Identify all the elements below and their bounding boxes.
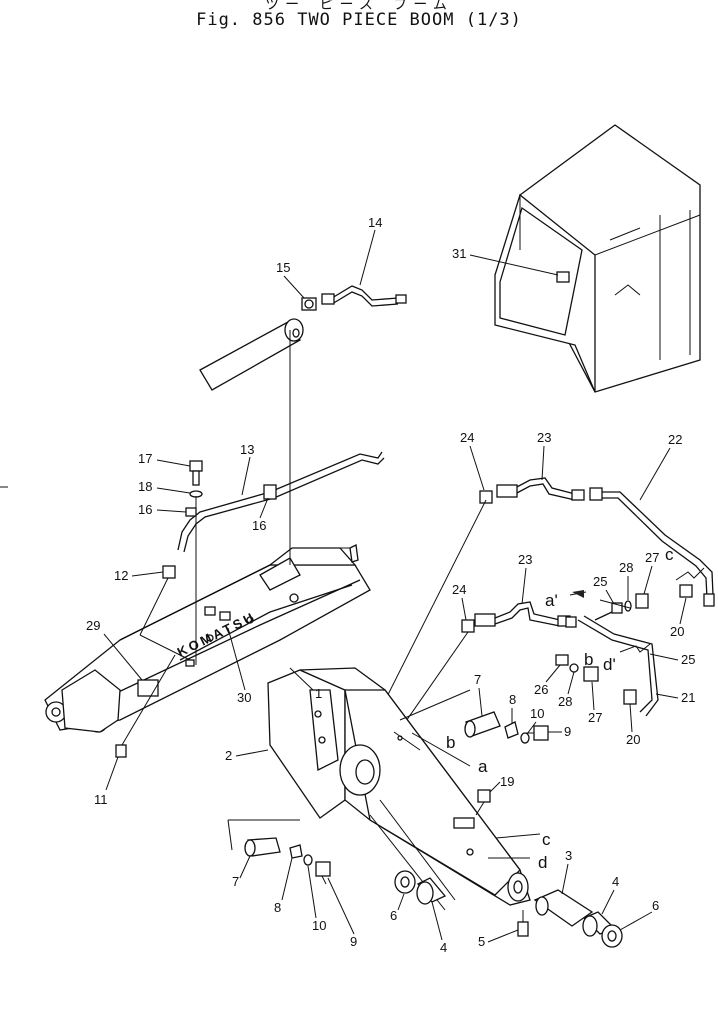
pin-7-upper xyxy=(464,711,501,738)
callout-10-lower: 10 xyxy=(312,918,326,933)
callout-8-lower: 8 xyxy=(274,900,281,915)
fitting-11 xyxy=(115,744,127,758)
connection-letters: a' b c d' b a c d xyxy=(446,545,674,872)
callout-21: 21 xyxy=(681,690,695,705)
callout-9-upper: 9 xyxy=(564,724,571,739)
bushing-4-left xyxy=(416,877,447,905)
callout-25-lower: 25 xyxy=(681,652,695,667)
boom-cylinder xyxy=(199,318,304,391)
callout-9-lower: 9 xyxy=(350,934,357,949)
callout-20-lower: 20 xyxy=(626,732,640,747)
pin-7-lower xyxy=(244,837,281,857)
callout-3: 3 xyxy=(565,848,572,863)
elbow-24-upper xyxy=(479,490,493,504)
fitting-20-upper xyxy=(679,584,693,598)
callout-26: 26 xyxy=(534,682,548,697)
washer-10-upper xyxy=(520,732,530,744)
callout-14: 14 xyxy=(368,215,382,230)
callout-8-upper: 8 xyxy=(509,692,516,707)
callout-6-right: 6 xyxy=(652,898,659,913)
callout-19: 19 xyxy=(500,774,514,789)
callout-5: 5 xyxy=(478,934,485,949)
callout-24-lower: 24 xyxy=(452,582,466,597)
elbow-12 xyxy=(162,565,176,579)
letter-c-upper: c xyxy=(665,545,674,564)
callout-30: 30 xyxy=(237,690,251,705)
figure-title-japanese: ツー ピース ブーム xyxy=(265,0,453,13)
callout-22: 22 xyxy=(668,432,682,447)
tube-23-upper xyxy=(496,477,585,501)
callout-6-left: 6 xyxy=(390,908,397,923)
figure-title: Fig. 856 TWO PIECE BOOM (1/3) xyxy=(196,10,522,30)
bolt-9-lower xyxy=(315,861,331,885)
callout-2: 2 xyxy=(225,748,232,763)
operator-cab xyxy=(494,124,701,393)
callout-7-lower: 7 xyxy=(232,874,239,889)
letter-a-prime: a' xyxy=(545,591,558,610)
letter-b-upper: b xyxy=(584,650,593,669)
boom-1: KOMATSU xyxy=(44,544,371,733)
callout-1: 1 xyxy=(315,686,322,701)
elbow-24-lower xyxy=(461,619,475,633)
letter-a-lower: a xyxy=(478,757,488,776)
letter-d-prime: d' xyxy=(603,655,616,674)
elbow-15 xyxy=(301,297,317,311)
tube-22 xyxy=(589,487,715,607)
callout-23-upper: 23 xyxy=(537,430,551,445)
plate-8-upper xyxy=(504,721,519,739)
callout-16-left: 16 xyxy=(138,502,152,517)
callout-labels: 14 15 31 13 17 18 16 16 12 29 30 1 11 24… xyxy=(86,215,695,955)
pin-3 xyxy=(533,889,594,927)
letter-c-lower: c xyxy=(542,830,551,849)
callout-16-right: 16 xyxy=(252,518,266,533)
clamp-16-lower xyxy=(185,507,197,517)
boom-base-2 xyxy=(267,667,531,911)
letter-d-lower: d xyxy=(538,853,547,872)
letter-b-lower: b xyxy=(446,733,455,752)
clamp-16 xyxy=(263,484,277,500)
fittings-25-27-28-upper xyxy=(565,593,649,628)
washer-10-lower xyxy=(303,854,313,866)
bolt-17 xyxy=(189,460,203,486)
callout-20-upper: 20 xyxy=(670,624,684,639)
callout-29: 29 xyxy=(86,618,100,633)
callout-25-upper: 25 xyxy=(593,574,607,589)
callout-11: 11 xyxy=(94,792,108,807)
callout-31: 31 xyxy=(452,246,466,261)
callout-4-right: 4 xyxy=(612,874,619,889)
callout-23-lower: 23 xyxy=(518,552,532,567)
collar-6-right xyxy=(601,924,623,948)
callout-27-upper: 27 xyxy=(645,550,659,565)
callout-12: 12 xyxy=(114,568,128,583)
hose-14 xyxy=(321,285,407,307)
fitting-19 xyxy=(475,789,491,816)
callout-10-upper: 10 xyxy=(530,706,544,721)
cab-label-plate xyxy=(556,271,570,283)
callout-17: 17 xyxy=(138,451,152,466)
callout-28-lower: 28 xyxy=(558,694,572,709)
collar-6-left xyxy=(394,870,416,894)
callout-15: 15 xyxy=(276,260,290,275)
fittings-lower-cluster xyxy=(555,654,637,705)
callout-28-upper: 28 xyxy=(619,560,633,575)
plate-8-lower xyxy=(289,844,303,859)
callout-13: 13 xyxy=(240,442,254,457)
callout-18: 18 xyxy=(138,479,152,494)
tube-21 xyxy=(577,615,659,717)
callout-4-left: 4 xyxy=(440,940,447,955)
callout-24-upper: 24 xyxy=(460,430,474,445)
grease-fitting-5 xyxy=(517,910,529,937)
callout-27-lower: 27 xyxy=(588,710,602,725)
tube-13 xyxy=(177,451,385,553)
callout-7-upper: 7 xyxy=(474,672,481,687)
